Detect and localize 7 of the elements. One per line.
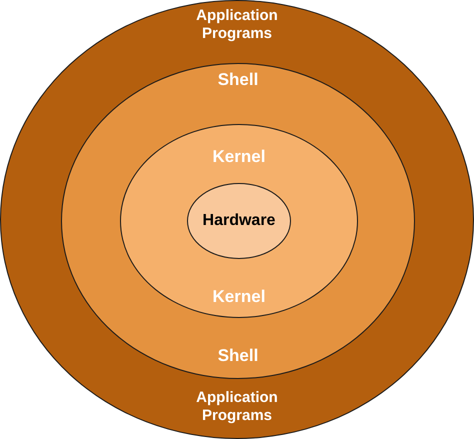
layer-label: Application Programs [195, 7, 279, 43]
layer-label: Shell [216, 346, 260, 366]
layer-label: Application Programs [195, 389, 279, 425]
layer-label: Kernel [212, 287, 266, 308]
layer-label: Hardware [202, 211, 276, 230]
layer-label: Shell [216, 70, 260, 90]
layer-label: Kernel [212, 147, 266, 168]
